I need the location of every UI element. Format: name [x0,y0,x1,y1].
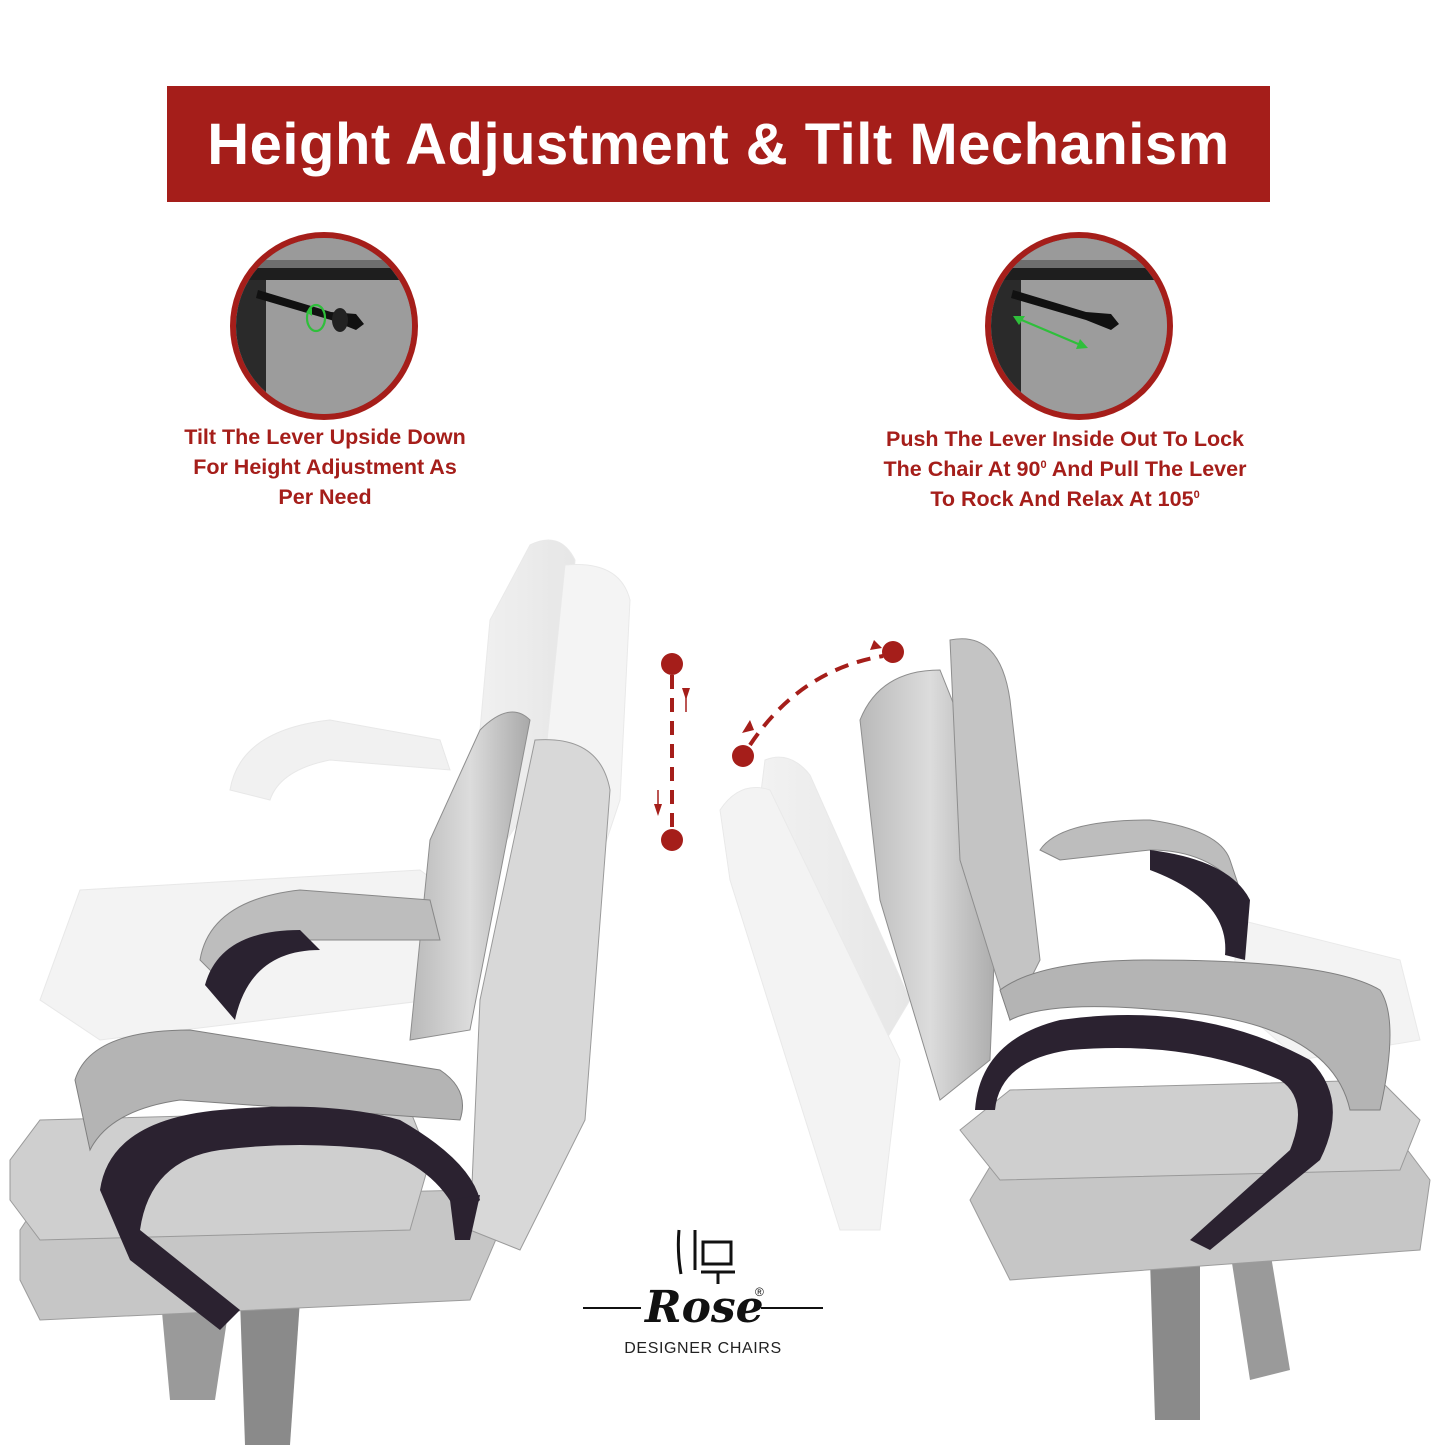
right-caption-line-1: Push The Lever Inside Out To Lock [886,427,1244,451]
right-lever-callout [985,232,1173,420]
right-caption-line-2: The Chair At 900 And Pull The Lever [883,457,1247,481]
title-banner: Height Adjustment & Tilt Mechanism [167,86,1270,202]
brand-tagline: DESIGNER CHAIRS [624,1340,782,1357]
right-caption-line-3: To Rock And Relax At 1050 [930,487,1200,511]
left-chair [9,711,611,1445]
rose-logo-icon: Rose ® [583,1229,823,1333]
vertical-dashed-arrow-icon [654,653,690,851]
brand-logo: Rose ® DESIGNER CHAIRS [583,1222,823,1362]
left-caption: Tilt The Lever Upside Down For Height Ad… [155,422,495,512]
push-pull-arrow-icon [1013,316,1088,349]
left-caption-line-2: For Height Adjustment As [193,455,457,479]
brand-wordmark: Rose [643,1282,764,1333]
rotate-arrow-icon [305,303,327,333]
right-chair [859,638,1431,1420]
left-caption-line-3: Per Need [278,485,372,509]
page-title: Height Adjustment & Tilt Mechanism [207,111,1230,177]
registered-mark: ® [755,1285,764,1299]
curved-dashed-arrow-icon [732,640,904,767]
right-caption: Push The Lever Inside Out To Lock The Ch… [850,424,1280,514]
left-caption-line-1: Tilt The Lever Upside Down [184,425,466,449]
